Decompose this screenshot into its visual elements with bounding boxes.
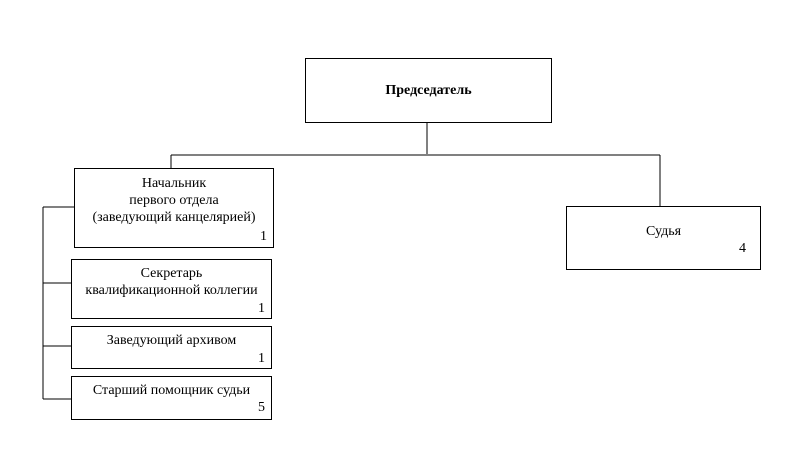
judge-label: Судья xyxy=(645,224,682,239)
assistant-label: Старший помощник судьи xyxy=(92,383,251,398)
head-count: 1 xyxy=(260,229,267,244)
archive-count: 1 xyxy=(258,351,265,366)
secretary-title: Секретарь квалификационной коллегии xyxy=(72,265,271,299)
judge-count: 4 xyxy=(739,241,746,256)
chairman-box: Председатель xyxy=(305,58,552,123)
assistant-box: Старший помощник судьи 5 xyxy=(71,376,272,420)
archive-box: Заведующий архивом 1 xyxy=(71,326,272,369)
judge-box: Судья 4 xyxy=(566,206,761,270)
secretary-count: 1 xyxy=(258,301,265,316)
head-of-department-title: Начальник первого отдела (заведующий кан… xyxy=(75,175,273,226)
head-line-2: первого отдела xyxy=(129,193,219,208)
head-line-1: Начальник xyxy=(141,176,207,191)
archive-label: Заведующий архивом xyxy=(106,333,237,348)
secretary-line-1: Секретарь xyxy=(140,266,203,281)
chairman-label: Председатель xyxy=(385,83,472,98)
assistant-count: 5 xyxy=(258,400,265,415)
secretary-line-2: квалификационной коллегии xyxy=(85,283,258,298)
secretary-box: Секретарь квалификационной коллегии 1 xyxy=(71,259,272,319)
head-line-3: (заведующий канцелярией) xyxy=(92,210,256,225)
head-of-department-box: Начальник первого отдела (заведующий кан… xyxy=(74,168,274,248)
